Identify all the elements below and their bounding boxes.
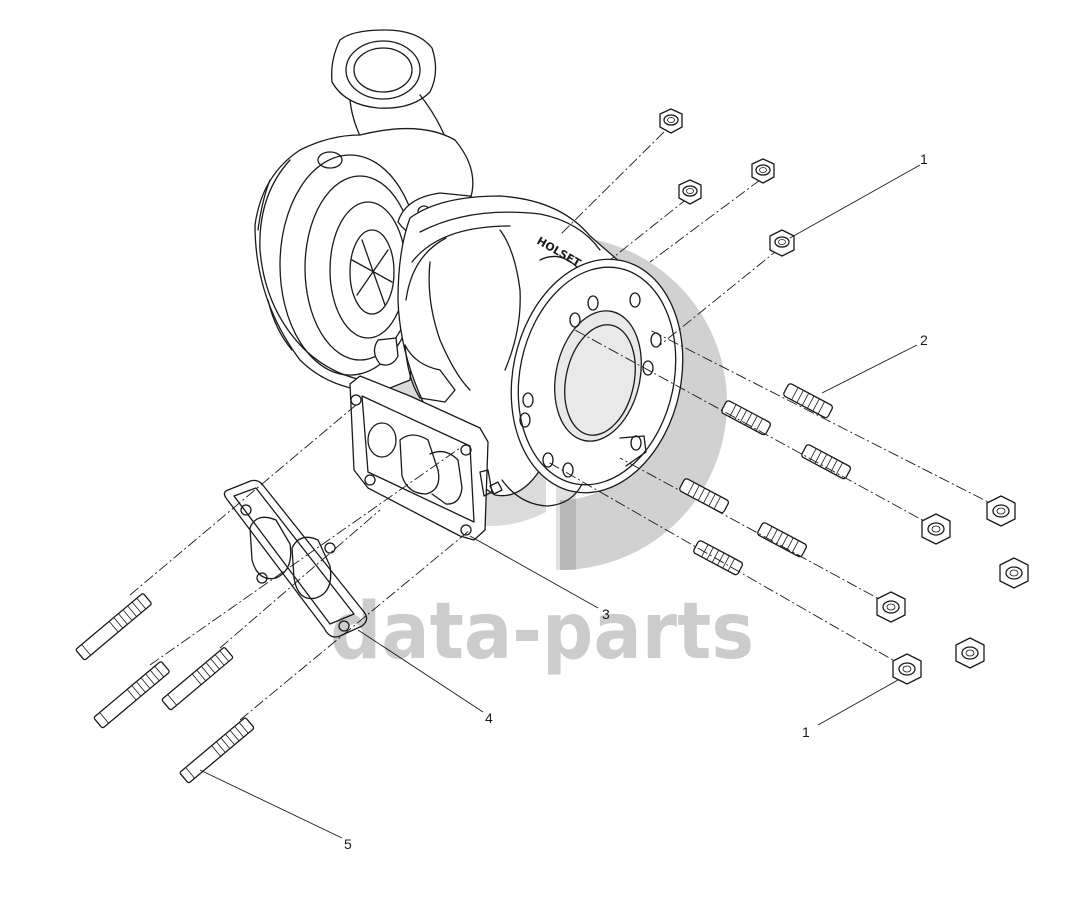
stud-1	[75, 593, 152, 661]
callouts: 1 2 3 4 5 1	[344, 151, 928, 852]
leader-lines	[199, 164, 921, 839]
nut	[955, 637, 985, 669]
callout-1-top: 1	[920, 151, 928, 167]
outlet-stud-1	[783, 383, 834, 419]
nut	[769, 229, 795, 257]
stud-2	[93, 661, 170, 729]
assembly-axes	[129, 131, 1001, 721]
nuts	[659, 108, 1029, 685]
outlet-studs	[679, 383, 852, 576]
nut	[751, 158, 775, 184]
outlet-stud-2	[721, 400, 772, 436]
compressor-housing	[254, 127, 474, 393]
turbine-flange-gasket	[223, 479, 368, 638]
callout-2: 2	[920, 332, 928, 348]
turbocharger: HOLSET	[254, 29, 684, 541]
nut	[892, 653, 922, 685]
nut	[986, 495, 1016, 527]
flange-studs	[75, 593, 255, 784]
callout-4: 4	[485, 710, 493, 726]
stud-3	[161, 647, 234, 711]
nut	[659, 108, 683, 134]
callout-3: 3	[602, 606, 610, 622]
turbine-outlet-flange	[501, 258, 684, 507]
watermark-text: data-parts	[330, 587, 754, 677]
nut	[999, 557, 1029, 589]
stud-4	[179, 717, 255, 784]
outlet-stud-5	[757, 522, 808, 558]
outlet-stud-3	[801, 444, 852, 480]
outlet-stud-6	[693, 540, 744, 576]
nut	[876, 591, 906, 623]
callout-5: 5	[344, 836, 352, 852]
callout-1-bottom: 1	[802, 724, 810, 740]
nut	[921, 513, 951, 545]
nut	[678, 179, 702, 205]
turbine-inlet-flange	[349, 375, 503, 541]
